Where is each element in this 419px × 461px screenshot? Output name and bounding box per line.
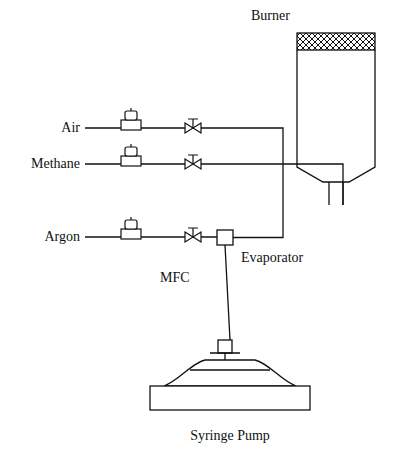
node-label: Evaporator bbox=[241, 250, 303, 265]
air-line bbox=[85, 128, 283, 164]
valve-symbol bbox=[185, 228, 201, 242]
part-name: MFC bbox=[160, 270, 190, 285]
evaporator-outline bbox=[217, 230, 233, 245]
syringe-pump: Syringe Pump bbox=[150, 340, 310, 412]
syringe-pump-outline bbox=[150, 340, 310, 412]
methane-line bbox=[85, 163, 283, 164]
node-label: Syringe Pump bbox=[150, 428, 310, 443]
valve-symbol bbox=[185, 155, 201, 169]
evaporator: Evaporator bbox=[217, 230, 233, 245]
gas-name: Argon bbox=[44, 229, 80, 244]
burner: Burner bbox=[297, 30, 375, 205]
gas-name: Methane bbox=[31, 156, 80, 171]
mfc-symbol bbox=[121, 144, 141, 166]
mfc-symbol bbox=[121, 217, 141, 239]
pipe-connector bbox=[225, 245, 230, 340]
valve-symbol bbox=[185, 119, 201, 133]
gas-name: Air bbox=[61, 120, 80, 135]
burner-outline bbox=[297, 30, 375, 205]
mfc-symbol bbox=[121, 108, 141, 130]
pipe-connector bbox=[233, 164, 343, 238]
node-label: Burner bbox=[251, 8, 290, 23]
